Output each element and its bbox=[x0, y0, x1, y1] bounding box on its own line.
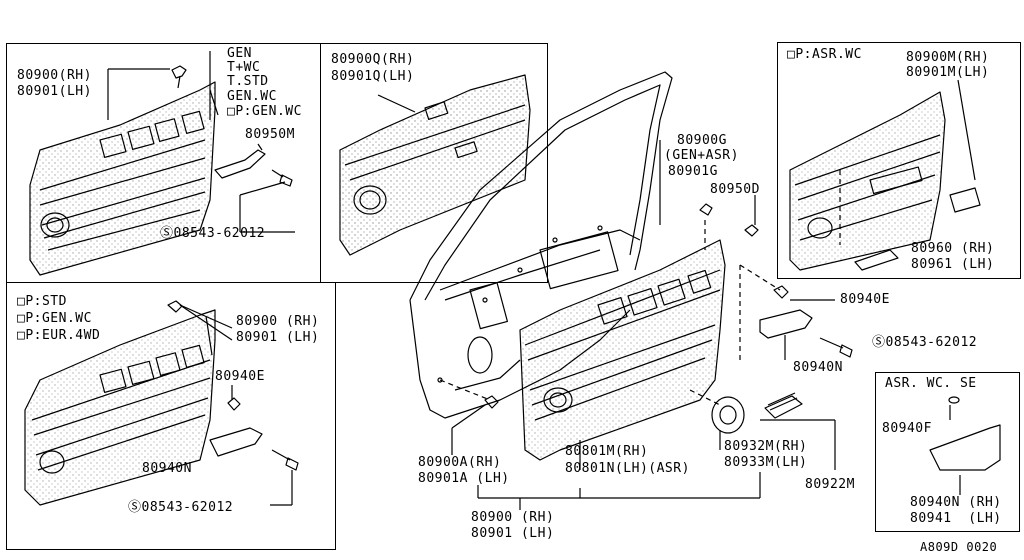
variant-label: □P:STD bbox=[17, 294, 67, 309]
screw-part-number[interactable]: Ⓢ08543-62012 bbox=[128, 500, 234, 515]
variant-label: □P:EUR.4WD bbox=[17, 328, 101, 343]
part-number-lh[interactable]: 80901 (LH) bbox=[236, 330, 320, 345]
part-number-lh[interactable]: 80901M(LH) bbox=[906, 65, 990, 80]
main-part-lh[interactable]: 80901 (LH) bbox=[471, 526, 555, 541]
part-number-g-lh[interactable]: 80901G bbox=[668, 164, 718, 179]
variant-label: T+WC bbox=[227, 60, 261, 75]
variant-label: □P:ASR.WC bbox=[787, 47, 862, 62]
variant-label: GEN bbox=[227, 46, 252, 61]
part-number-a-lh[interactable]: 80901A (LH) bbox=[418, 471, 510, 486]
door-trim-panel-bottom-left bbox=[24, 309, 216, 506]
clip-part-number[interactable]: 80940F bbox=[882, 421, 932, 436]
grip-part-n[interactable]: 80940N bbox=[793, 360, 843, 375]
variant-label: T.STD bbox=[227, 74, 269, 89]
part-number-rh[interactable]: 80900(RH) bbox=[17, 68, 92, 83]
variant-label: ASR. WC. SE bbox=[885, 376, 977, 391]
bracket-part-rh[interactable]: 80960 (RH) bbox=[911, 241, 995, 256]
screw-part-number[interactable]: Ⓢ08543-62012 bbox=[160, 226, 266, 241]
variant-label: (GEN+ASR) bbox=[664, 148, 739, 163]
clip-part-e[interactable]: 80940E bbox=[840, 292, 890, 307]
door-trim-panel-top-left bbox=[29, 81, 219, 276]
clip-part-number[interactable]: 80950M bbox=[245, 127, 295, 142]
part-number-lh[interactable]: 80901Q(LH) bbox=[331, 69, 415, 84]
part-number-rh[interactable]: 80900 (RH) bbox=[236, 314, 320, 329]
door-trim-panel-top-middle bbox=[339, 74, 531, 256]
grip-part-rh[interactable]: 80940N (RH) bbox=[910, 495, 1002, 510]
part-number-m-rh[interactable]: 80801M(RH) bbox=[565, 444, 649, 459]
clip-part-number[interactable]: 80940E bbox=[215, 369, 265, 384]
door-trim-panel-center bbox=[519, 239, 726, 461]
main-part-rh[interactable]: 80900 (RH) bbox=[471, 510, 555, 525]
diagram-code: A809D 0020 bbox=[920, 540, 998, 554]
part-number-rh[interactable]: 80900Q(RH) bbox=[331, 52, 415, 67]
grille-part[interactable]: 80922M bbox=[805, 477, 855, 492]
part-number-a-rh[interactable]: 80900A(RH) bbox=[418, 455, 502, 470]
part-number-n-lh[interactable]: 80801N(LH)(ASR) bbox=[565, 461, 690, 476]
part-number-rh[interactable]: 80900M(RH) bbox=[906, 50, 990, 65]
door-trim-panel-top-right bbox=[789, 91, 946, 271]
panel-bottom-right bbox=[875, 372, 1020, 532]
variant-label: GEN.WC bbox=[227, 89, 277, 104]
part-number-g-rh[interactable]: 80900G bbox=[677, 133, 727, 148]
variant-label: □P:GEN.WC bbox=[17, 311, 92, 326]
clip-part-d[interactable]: 80950D bbox=[710, 182, 760, 197]
grip-part-lh[interactable]: 80941 (LH) bbox=[910, 511, 1002, 526]
cover-part-lh[interactable]: 80933M(LH) bbox=[724, 455, 808, 470]
grip-part-number[interactable]: 80940N bbox=[142, 461, 192, 476]
bracket-part-lh[interactable]: 80961 (LH) bbox=[911, 257, 995, 272]
variant-label: □P:GEN.WC bbox=[227, 104, 302, 119]
part-number-lh[interactable]: 80901(LH) bbox=[17, 84, 92, 99]
screw-part-number[interactable]: Ⓢ08543-62012 bbox=[872, 335, 978, 350]
cover-part-rh[interactable]: 80932M(RH) bbox=[724, 439, 808, 454]
